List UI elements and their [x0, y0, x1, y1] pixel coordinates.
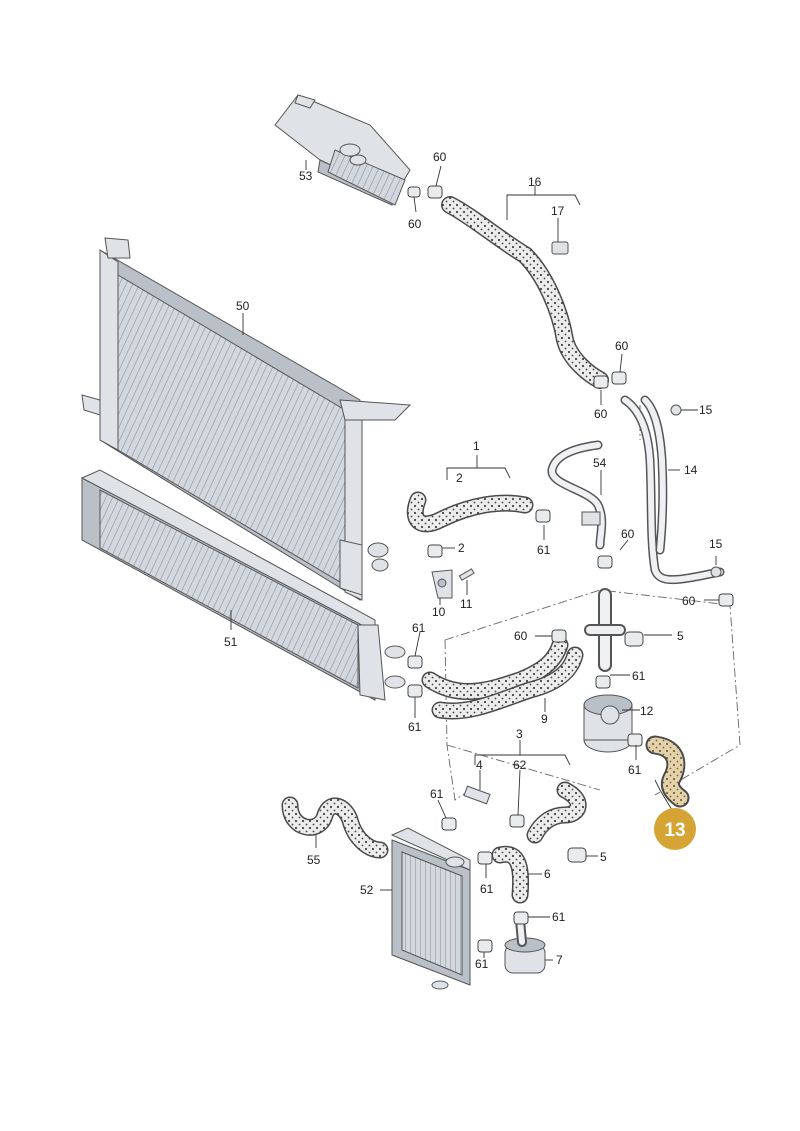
part-4-sensor — [463, 785, 491, 805]
label-60: 60 — [408, 217, 422, 231]
part-50-radiator — [81, 237, 412, 601]
label-61: 61 — [552, 910, 566, 924]
hose-clamps — [407, 185, 734, 953]
label-6: 6 — [544, 867, 551, 881]
label-61: 61 — [628, 763, 642, 777]
label-2: 2 — [456, 471, 463, 485]
label-54: 54 — [593, 456, 607, 470]
callout-labels: 53 60 60 16 17 50 60 60 15 1 2 54 14 2 6… — [224, 150, 723, 971]
hose-6 — [491, 845, 530, 904]
label-4: 4 — [476, 758, 483, 772]
hose-62 — [526, 781, 587, 844]
label-61: 61 — [412, 621, 426, 635]
label-53: 53 — [299, 169, 313, 183]
label-60: 60 — [615, 339, 629, 353]
label-7: 7 — [556, 953, 563, 967]
label-15: 15 — [709, 537, 723, 551]
part-17-connector — [551, 241, 569, 255]
label-60: 60 — [621, 527, 635, 541]
label-61: 61 — [408, 720, 422, 734]
label-62: 62 — [513, 758, 527, 772]
label-60: 60 — [514, 629, 528, 643]
label-61: 61 — [430, 787, 444, 801]
pipe-14 — [620, 395, 725, 585]
hose-55 — [281, 796, 389, 859]
leader-lines — [230, 160, 719, 961]
label-60: 60 — [433, 150, 447, 164]
pipe-tee-vertical — [584, 588, 626, 672]
label-13[interactable]: 13 — [664, 820, 685, 841]
callout-13-badge[interactable] — [654, 808, 696, 850]
label-14: 14 — [684, 463, 698, 477]
part-10-bracket — [431, 569, 453, 599]
part-15-bolts — [670, 404, 722, 578]
label-61: 61 — [537, 543, 551, 557]
label-60: 60 — [594, 407, 608, 421]
label-5: 5 — [677, 629, 684, 643]
label-55: 55 — [307, 853, 321, 867]
part-51-auxiliary-cooler — [80, 469, 406, 701]
part-12-pump — [583, 694, 633, 753]
hose-1 — [406, 491, 534, 533]
label-3: 3 — [516, 727, 523, 741]
label-11: 11 — [460, 597, 473, 611]
label-16: 16 — [528, 175, 542, 189]
hose-9 — [421, 636, 584, 720]
label-9: 9 — [541, 712, 548, 726]
label-15: 15 — [699, 403, 713, 417]
label-50: 50 — [236, 299, 250, 313]
callout-13-highlight[interactable]: 13 — [654, 808, 696, 850]
label-60: 60 — [682, 594, 696, 608]
label-10: 10 — [432, 605, 446, 619]
label-1: 1 — [473, 439, 480, 453]
part-53-charge-air-cooler — [274, 94, 411, 206]
part-11-bolt — [458, 568, 475, 581]
label-52: 52 — [360, 883, 374, 897]
pipe-54 — [547, 440, 607, 550]
label-5: 5 — [600, 850, 607, 864]
label-12: 12 — [640, 704, 654, 718]
hose-16-upper — [441, 196, 609, 389]
label-51: 51 — [224, 635, 238, 649]
label-61: 61 — [480, 882, 494, 896]
label-2: 2 — [458, 541, 465, 555]
part-52-small-cooler — [390, 827, 471, 990]
label-17: 17 — [551, 204, 565, 218]
label-61: 61 — [632, 669, 646, 683]
label-61: 61 — [475, 957, 489, 971]
part-7-pump — [504, 915, 546, 974]
part-13-highlighted-hose — [645, 735, 690, 808]
